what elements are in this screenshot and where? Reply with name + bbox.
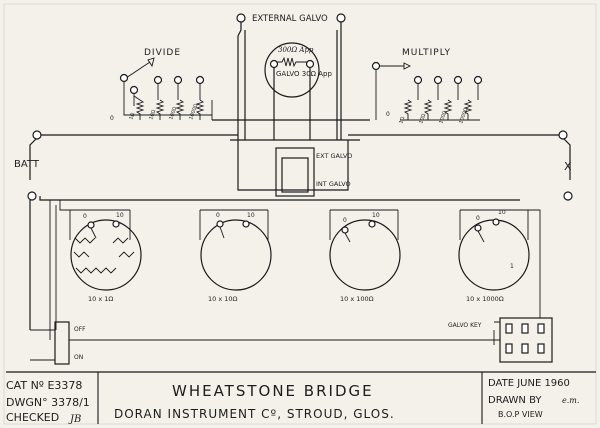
svg-text:10: 10 xyxy=(247,212,255,219)
divide-label: DIVIDE xyxy=(144,48,181,58)
svg-text:10: 10 xyxy=(116,212,124,219)
batt-terminal-top xyxy=(32,130,42,140)
dial-1: 0 10 10 x 1Ω xyxy=(70,212,142,303)
divide-resistor-bank: 1Ω 10Ω 100Ω 1000Ω xyxy=(128,99,205,121)
svg-text:0: 0 xyxy=(343,217,347,224)
checked-initials: JB xyxy=(68,414,81,425)
int-galvo-label: INT GALVO xyxy=(316,180,351,188)
svg-text:1000Ω: 1000Ω xyxy=(188,103,199,121)
dial-2: 0 10 10 x 10Ω xyxy=(200,212,272,303)
galvo-key-block xyxy=(499,317,553,363)
svg-text:0: 0 xyxy=(83,213,87,220)
drawing-title: WHEATSTONE BRIDGE xyxy=(172,382,374,400)
drawing-number: DWGN° 3378/1 xyxy=(6,396,90,409)
galvo-key-label: GALVO KEY xyxy=(448,322,482,329)
galvo-selector-switch xyxy=(281,157,309,193)
galvo-300-label: 300Ω App xyxy=(278,46,314,54)
svg-text:1000Ω: 1000Ω xyxy=(458,107,469,125)
svg-text:10: 10 xyxy=(372,212,380,219)
view-label: B.O.P VIEW xyxy=(498,410,543,419)
on-label: ON xyxy=(74,354,83,361)
multiply-switch-pivot xyxy=(371,61,381,71)
external-galvo-label: EXTERNAL GALVO xyxy=(252,14,328,24)
x-terminal-bottom xyxy=(563,191,573,201)
svg-text:0: 0 xyxy=(476,215,480,222)
off-label: OFF xyxy=(74,326,86,333)
svg-text:1Ω: 1Ω xyxy=(128,112,136,121)
divide-switch-pivot xyxy=(119,73,129,83)
drawn-by-label: DRAWN BY xyxy=(488,395,542,406)
svg-text:100Ω: 100Ω xyxy=(438,110,448,125)
galvo-30-label: GALVO 30Ω App xyxy=(276,70,332,78)
drawing-date: DATE JUNE 1960 xyxy=(488,378,570,389)
multiply-label: MULTIPLY xyxy=(402,48,451,58)
dial-3-caption: 10 x 100Ω xyxy=(340,295,374,303)
ext-galvo-terminal-right xyxy=(336,13,346,23)
multiply-resistor-bank: 1Ω 10Ω 100Ω 1000Ω xyxy=(398,99,473,125)
battery-switch xyxy=(54,321,70,365)
svg-text:1: 1 xyxy=(510,263,514,270)
batt-terminal-bottom xyxy=(27,191,37,201)
drawn-initials: e.m. xyxy=(562,396,579,405)
ext-galvo-terminal-left xyxy=(236,13,246,23)
checked-label: CHECKED xyxy=(6,411,59,424)
dial-4-caption: 10 x 1000Ω xyxy=(466,295,504,303)
x-label: X xyxy=(564,160,572,173)
svg-text:0: 0 xyxy=(386,111,390,118)
svg-text:10Ω: 10Ω xyxy=(148,109,157,121)
svg-text:0: 0 xyxy=(110,115,114,122)
dial-1-caption: 10 x 1Ω xyxy=(88,295,113,303)
ext-galvo-label: EXT GALVO xyxy=(316,152,352,160)
maker-name: DORAN INSTRUMENT Cº, STROUD, GLOS. xyxy=(114,407,395,421)
dial-4: 0 10 1 10 x 1000Ω xyxy=(458,209,530,303)
galvanometer xyxy=(264,42,320,98)
x-terminal-top xyxy=(558,130,568,140)
svg-text:10Ω: 10Ω xyxy=(418,113,427,125)
catalogue-number: CAT Nº E3378 xyxy=(6,379,82,392)
svg-text:0: 0 xyxy=(216,212,220,219)
svg-text:10: 10 xyxy=(498,209,506,216)
batt-label: BATT xyxy=(14,159,40,170)
dial-3: 0 10 10 x 100Ω xyxy=(329,212,401,303)
dial-2-caption: 10 x 10Ω xyxy=(208,295,238,303)
svg-text:100Ω: 100Ω xyxy=(168,106,178,121)
